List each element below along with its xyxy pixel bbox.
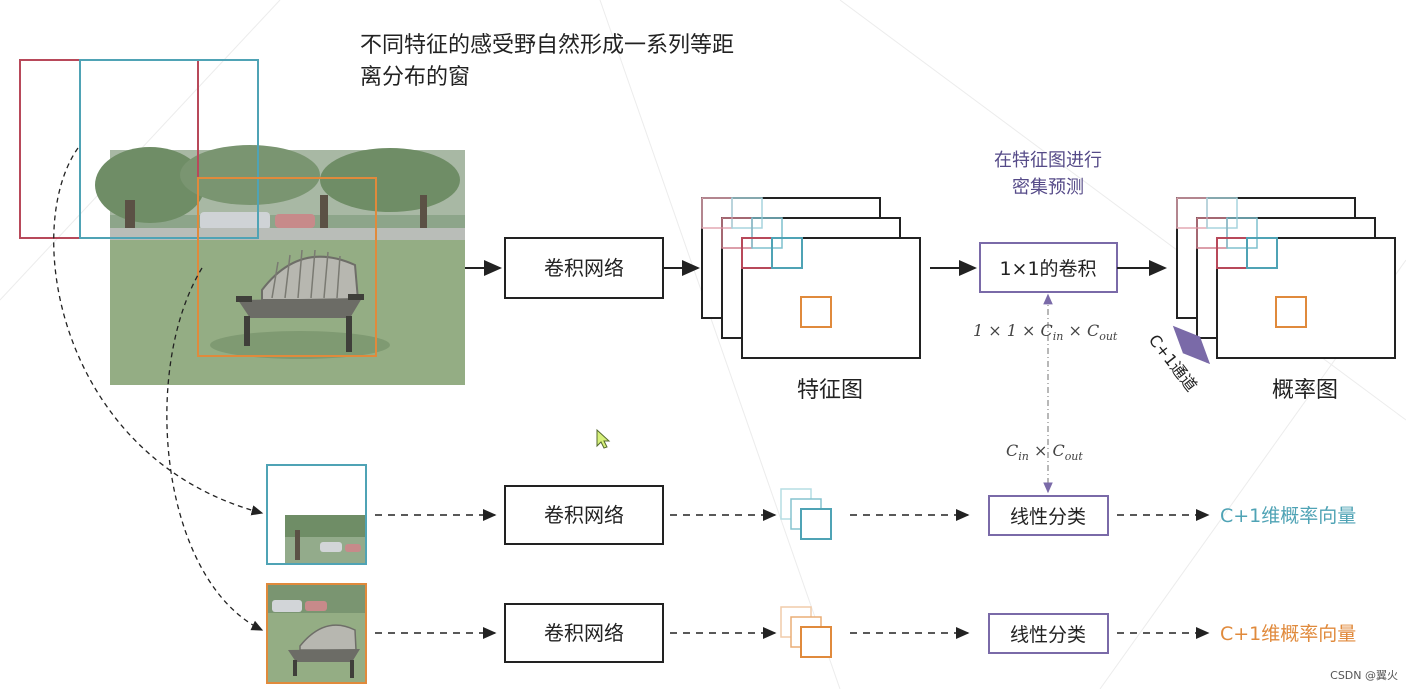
window-cyan <box>79 59 259 239</box>
conv-box-top-label: 卷积网络 <box>544 256 624 280</box>
feature-stack-row1 <box>780 488 832 540</box>
channel-label: C+1通道 <box>1145 331 1201 395</box>
watermark: CSDN @翼火 <box>1330 669 1398 682</box>
channel-depth-arrow <box>1172 325 1211 365</box>
conv1x1-box <box>979 242 1118 293</box>
cursor-icon <box>596 428 611 449</box>
dense-label-line-1: 在特征图进行 <box>994 150 1102 171</box>
output-vector-row2: C+1维概率向量 <box>1220 623 1356 645</box>
probability-map-stack <box>1176 197 1396 359</box>
param-small-label: Cin × Cout <box>1006 441 1083 463</box>
output-vector-row1: C+1维概率向量 <box>1220 505 1356 527</box>
prob-map-label: 概率图 <box>1272 378 1338 403</box>
feature-stack-row2 <box>780 606 832 658</box>
park-photo <box>95 145 465 385</box>
window-orange <box>197 177 377 357</box>
linear-box-row1-label: 线性分类 <box>1010 506 1086 528</box>
conv-box-top <box>504 237 664 299</box>
dense-label-line-2: 密集预测 <box>1012 177 1084 198</box>
conv-box-row1-label: 卷积网络 <box>544 503 624 527</box>
title-line-1: 不同特征的感受野自然形成一系列等距 <box>360 33 734 58</box>
linear-box-row2 <box>988 613 1109 654</box>
feature-map-label: 特征图 <box>797 378 863 403</box>
conv1x1-box-label: 1×1的卷积 <box>999 258 1096 280</box>
linear-box-row1 <box>988 495 1109 536</box>
conv-box-row2 <box>504 603 664 663</box>
param-full-label: 1 × 1 × Cin × Cout <box>973 321 1118 343</box>
dashed-curve-to-crop-1 <box>53 147 264 516</box>
feature-map-stack <box>701 197 921 359</box>
dashed-curve-to-crop-2 <box>166 267 264 631</box>
linear-box-row2-label: 线性分类 <box>1010 624 1086 646</box>
conv-box-row1 <box>504 485 664 545</box>
conv-box-row2-label: 卷积网络 <box>544 621 624 645</box>
crop-window-2 <box>266 583 367 684</box>
crop-window-1 <box>266 464 367 565</box>
title-line-2: 离分布的窗 <box>360 65 470 90</box>
